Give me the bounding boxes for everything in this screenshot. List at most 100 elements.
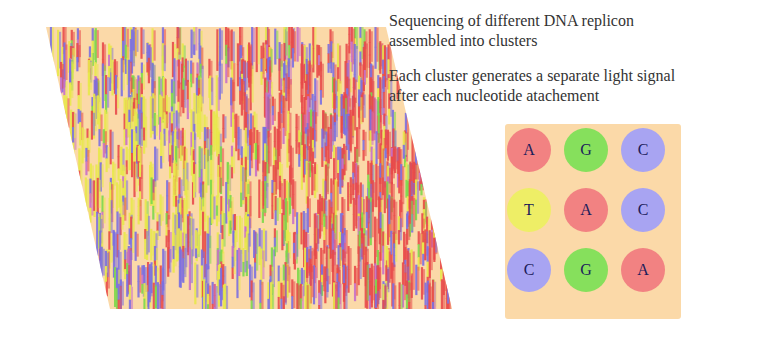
cluster-bar: [165, 114, 167, 140]
cluster-bar: [111, 60, 113, 72]
cluster-bar: [232, 268, 234, 279]
cluster-bar: [360, 97, 362, 124]
cluster-bar: [307, 220, 309, 232]
cluster-bar: [367, 161, 369, 175]
cluster-bar: [301, 145, 303, 190]
cluster-bar: [407, 181, 409, 197]
cluster-bar: [305, 232, 307, 248]
cluster-bar: [350, 186, 352, 195]
cluster-bar: [413, 198, 415, 227]
cluster-bar: [311, 165, 313, 195]
cluster-bar: [167, 247, 169, 277]
cluster-bar: [259, 228, 261, 247]
cluster-bar: [260, 46, 262, 59]
cluster-bar: [433, 216, 435, 238]
cluster-bar: [201, 265, 203, 281]
cluster-bar: [362, 140, 364, 151]
cluster-bar: [245, 144, 247, 157]
cluster-bar: [364, 56, 366, 71]
cluster-bar: [269, 47, 271, 57]
cluster-bar: [189, 82, 191, 113]
cluster-bar: [180, 250, 182, 288]
cluster-bar: [246, 62, 248, 90]
cluster-bar: [135, 112, 137, 127]
cluster-bar: [52, 27, 54, 64]
cluster-bar: [321, 148, 323, 167]
cluster-bar: [117, 77, 119, 108]
cluster-bar: [65, 44, 67, 80]
cluster-bar: [184, 248, 186, 277]
cluster-bar: [97, 30, 99, 58]
cluster-bar: [210, 110, 212, 133]
cluster-bar: [159, 95, 161, 118]
cluster-bar: [330, 129, 332, 158]
cluster-bar: [277, 162, 279, 189]
cluster-bar: [341, 197, 343, 213]
cluster-bar: [227, 29, 229, 49]
cluster-bar: [60, 77, 62, 93]
cluster-bar: [361, 212, 363, 228]
cluster-bar: [105, 75, 107, 95]
cluster-bar: [400, 180, 402, 196]
cluster-bar: [207, 150, 209, 185]
cluster-bar: [358, 129, 360, 157]
cluster-bar: [327, 167, 329, 195]
cluster-bar: [163, 112, 165, 129]
cluster-bar: [87, 150, 89, 171]
cluster-bar: [70, 46, 72, 59]
cluster-bar: [225, 26, 227, 41]
cluster-bar: [292, 29, 294, 48]
cluster-bar: [130, 99, 132, 129]
cluster-bar: [144, 249, 146, 259]
cluster-bar: [111, 200, 113, 233]
cluster-bar: [94, 62, 96, 76]
cluster-bar: [229, 208, 231, 221]
cluster-bar: [169, 249, 171, 272]
cluster-bar: [435, 217, 437, 254]
cluster-bar: [358, 118, 360, 130]
cluster-bar: [391, 182, 393, 197]
cluster-bar: [388, 109, 390, 125]
cluster-bar: [244, 215, 246, 227]
cluster-bar: [160, 132, 162, 145]
cluster-bar: [333, 78, 335, 113]
cluster-bar: [162, 27, 164, 42]
cluster-bar: [212, 112, 214, 148]
cluster-bar: [287, 111, 289, 126]
cluster-bar: [415, 143, 417, 165]
cluster-bar: [178, 28, 180, 55]
cluster-bar: [85, 177, 87, 218]
cluster-bar: [104, 110, 106, 129]
cluster-bar: [275, 196, 277, 211]
cluster-bar: [255, 232, 257, 254]
cluster-bar: [288, 232, 290, 254]
cluster-bar: [164, 251, 166, 284]
cluster-bar: [328, 145, 330, 164]
cluster-bar: [420, 233, 422, 264]
cluster-bar: [292, 194, 294, 209]
cluster-bar: [377, 250, 379, 266]
cluster-bar: [158, 214, 160, 236]
cluster-bar: [433, 215, 435, 231]
cluster-bar: [140, 200, 142, 221]
cluster-bar: [358, 246, 360, 266]
cluster-bar: [358, 95, 360, 107]
cluster-bar: [233, 148, 235, 174]
cluster-bar: [169, 143, 171, 155]
cluster-bar: [323, 131, 325, 161]
cluster-bar: [333, 213, 335, 229]
cluster-bar: [284, 98, 286, 136]
cluster-bar: [351, 27, 353, 42]
cluster-bar: [89, 193, 91, 208]
cluster-bar: [171, 111, 173, 124]
cluster-bar: [69, 60, 71, 83]
cluster-bar: [300, 212, 302, 244]
cluster-bar: [88, 60, 90, 96]
cluster-bar: [347, 196, 349, 211]
cluster-bar: [303, 230, 305, 250]
cluster-bar: [382, 260, 384, 275]
cluster-bar: [393, 149, 395, 178]
cluster-bar: [290, 146, 292, 166]
cluster-bar: [366, 196, 368, 212]
cluster-bar: [154, 113, 156, 127]
